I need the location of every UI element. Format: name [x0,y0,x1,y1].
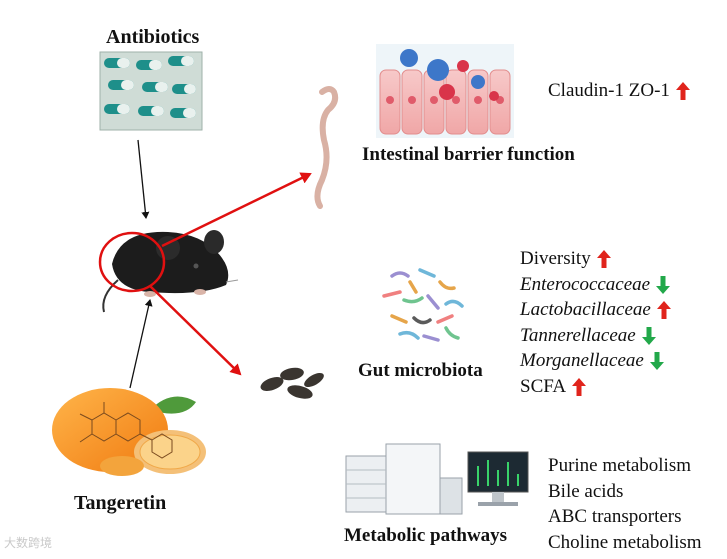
microbiota-item: Morganellaceae [520,350,664,372]
down-arrow-icon [649,352,664,370]
microbiota-item-label: SCFA [520,375,567,397]
up-arrow-icon [596,250,611,268]
microbiota-item-label: Morganellaceae [520,350,644,371]
microbiota-item: Diversity [520,248,611,270]
microbiota-item-label: Enterococcaceae [520,273,651,295]
metabolic-item: Choline metabolism [548,531,702,553]
tangeretin-to-mouse-arrow [129,299,153,389]
microbiota-item: Enterococcaceae [520,273,671,296]
antibiotic-pills-icon [99,51,203,131]
gut-to-feces-connector [149,285,242,376]
metabolic-item: ABC transporters [548,506,682,527]
microbiota-item: SCFA [520,375,587,398]
barrier-markers: Claudin-1 ZO-1 [548,80,670,101]
up-arrow-icon [656,301,671,319]
metabolic-item: Purine metabolism [548,455,692,476]
antibiotics-label: Antibiotics [106,26,200,48]
mouse-gut-highlight-circle [98,231,166,293]
up-arrow-icon [572,377,587,396]
tangeretin-label: Tangeretin [74,492,167,514]
microbiota-title: Gut microbiota [358,360,483,381]
microbiota-item-label: Lactobacillaceae [520,299,651,320]
microbiota-item: Lactobacillaceae [520,299,671,321]
metabolic-title: Metabolic pathways [344,525,508,546]
feces-icon [260,367,324,399]
gut-to-barrier-connector [161,172,312,248]
metabolic-item: Bile acids [548,480,624,502]
up-arrow-icon [675,82,690,100]
epithelium-icon [376,44,514,138]
barrier-markers-row: Claudin-1 ZO-1 [548,80,690,102]
microbiota-item: Tannerellaceae [520,325,656,347]
antibiotics-to-mouse-arrow [137,139,150,219]
microbiota-item-label: Tannerellaceae [520,324,636,346]
barrier-title: Intestinal barrier function [362,144,575,165]
intestine-icon [314,86,339,209]
watermark: 大数跨境 [4,536,53,550]
tangerine-molecule-icon [52,388,206,476]
down-arrow-icon [641,326,656,345]
lab-instrument-icon [345,443,529,515]
down-arrow-icon [656,275,671,294]
bacteria-cluster-icon [382,268,464,342]
microbiota-item-label: Diversity [520,248,591,269]
